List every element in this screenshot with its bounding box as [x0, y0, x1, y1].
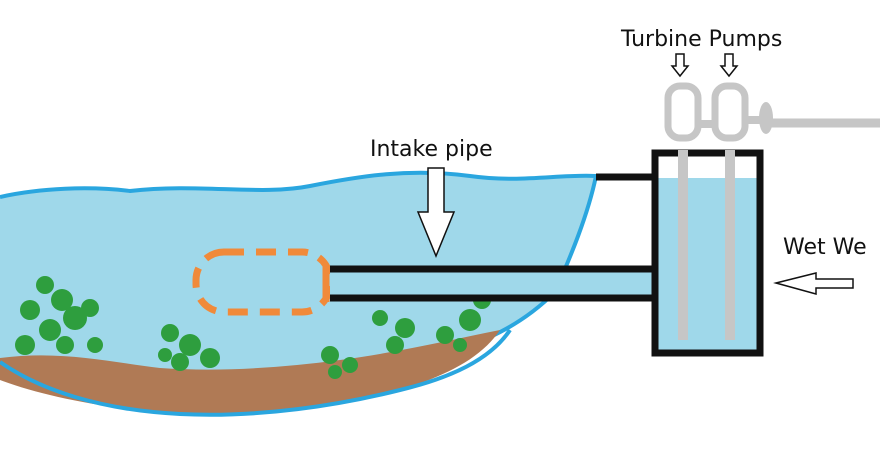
turbine-pump-2	[711, 82, 749, 142]
turbine-pump-1	[664, 82, 702, 142]
down-arrow-icon	[719, 53, 739, 78]
intake-pipe	[322, 265, 672, 302]
left-arrow-icon	[773, 272, 854, 295]
turbine-pumps-label: Turbine Pumps	[621, 27, 783, 52]
wet-well-label: Wet We	[783, 235, 867, 260]
intake-screen	[192, 248, 334, 316]
lake-sediment	[0, 330, 500, 415]
down-arrow-icon	[670, 53, 690, 78]
aquatic-vegetation	[15, 276, 491, 379]
lake-bed-outline	[0, 328, 512, 417]
down-arrow-icon	[416, 167, 456, 258]
wet-well	[651, 149, 764, 357]
turbine-pumps	[664, 82, 880, 340]
intake-pipe-label: Intake pipe	[370, 137, 493, 162]
